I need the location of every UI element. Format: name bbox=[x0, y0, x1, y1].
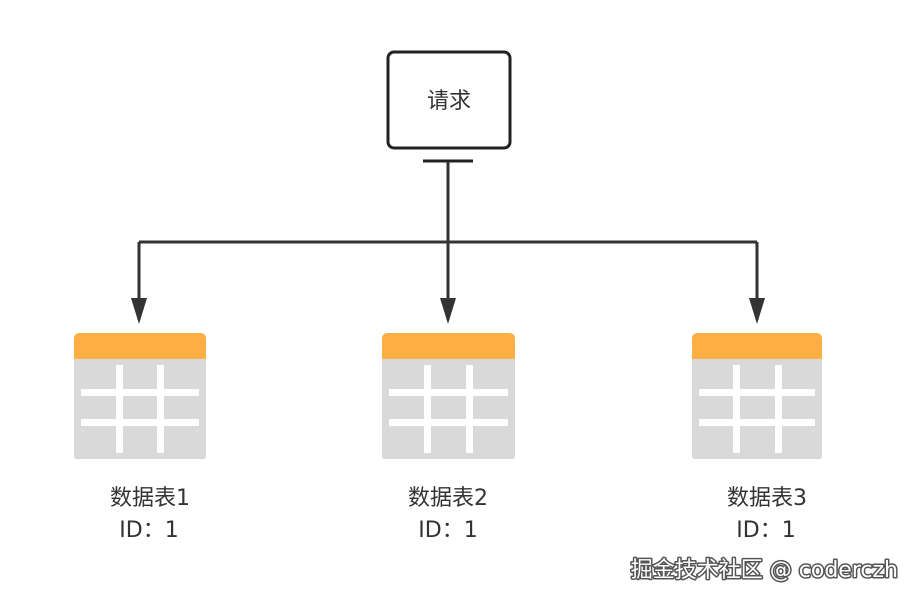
table-2-grid-h2 bbox=[389, 419, 508, 426]
table-1-name: 数据表1 bbox=[110, 486, 190, 511]
table-1-header bbox=[74, 333, 206, 359]
watermark: 掘金技术社区 @ coderczh bbox=[631, 558, 898, 583]
table-2-grid-h1 bbox=[389, 389, 508, 396]
table-1-grid-v1 bbox=[116, 365, 123, 453]
table-1-grid-h2 bbox=[81, 419, 199, 426]
table-3-grid-v2 bbox=[775, 365, 782, 453]
request-label: 请求 bbox=[427, 89, 471, 114]
table-2-id: ID：1 bbox=[418, 518, 477, 543]
arrowhead-3 bbox=[749, 298, 765, 324]
table-node-3: 数据表3 ID：1 bbox=[692, 333, 822, 543]
arrowhead-2 bbox=[440, 298, 456, 324]
table-2-grid-v2 bbox=[466, 365, 473, 453]
table-node-1: 数据表1 ID：1 bbox=[74, 333, 206, 543]
table-3-grid-h2 bbox=[699, 419, 815, 426]
table-3-header bbox=[692, 333, 822, 359]
table-2-header bbox=[382, 333, 515, 359]
table-2-grid-v1 bbox=[424, 365, 431, 453]
table-3-name: 数据表3 bbox=[727, 486, 807, 511]
table-1-grid-v2 bbox=[157, 365, 164, 453]
table-1-id: ID：1 bbox=[119, 518, 178, 543]
arrowhead-1 bbox=[131, 298, 147, 324]
table-1-grid-h1 bbox=[81, 389, 199, 396]
table-2-name: 数据表2 bbox=[408, 486, 488, 511]
table-node-2: 数据表2 ID：1 bbox=[382, 333, 515, 543]
table-3-grid-v1 bbox=[733, 365, 740, 453]
connectors bbox=[131, 162, 765, 324]
request-box bbox=[386, 50, 512, 150]
table-3-body bbox=[692, 346, 822, 459]
table-3-grid-h1 bbox=[699, 389, 815, 396]
table-3-id: ID：1 bbox=[736, 518, 795, 543]
request-node: 请求 bbox=[386, 50, 512, 163]
table-1-body bbox=[74, 346, 206, 459]
table-2-body bbox=[382, 346, 515, 459]
